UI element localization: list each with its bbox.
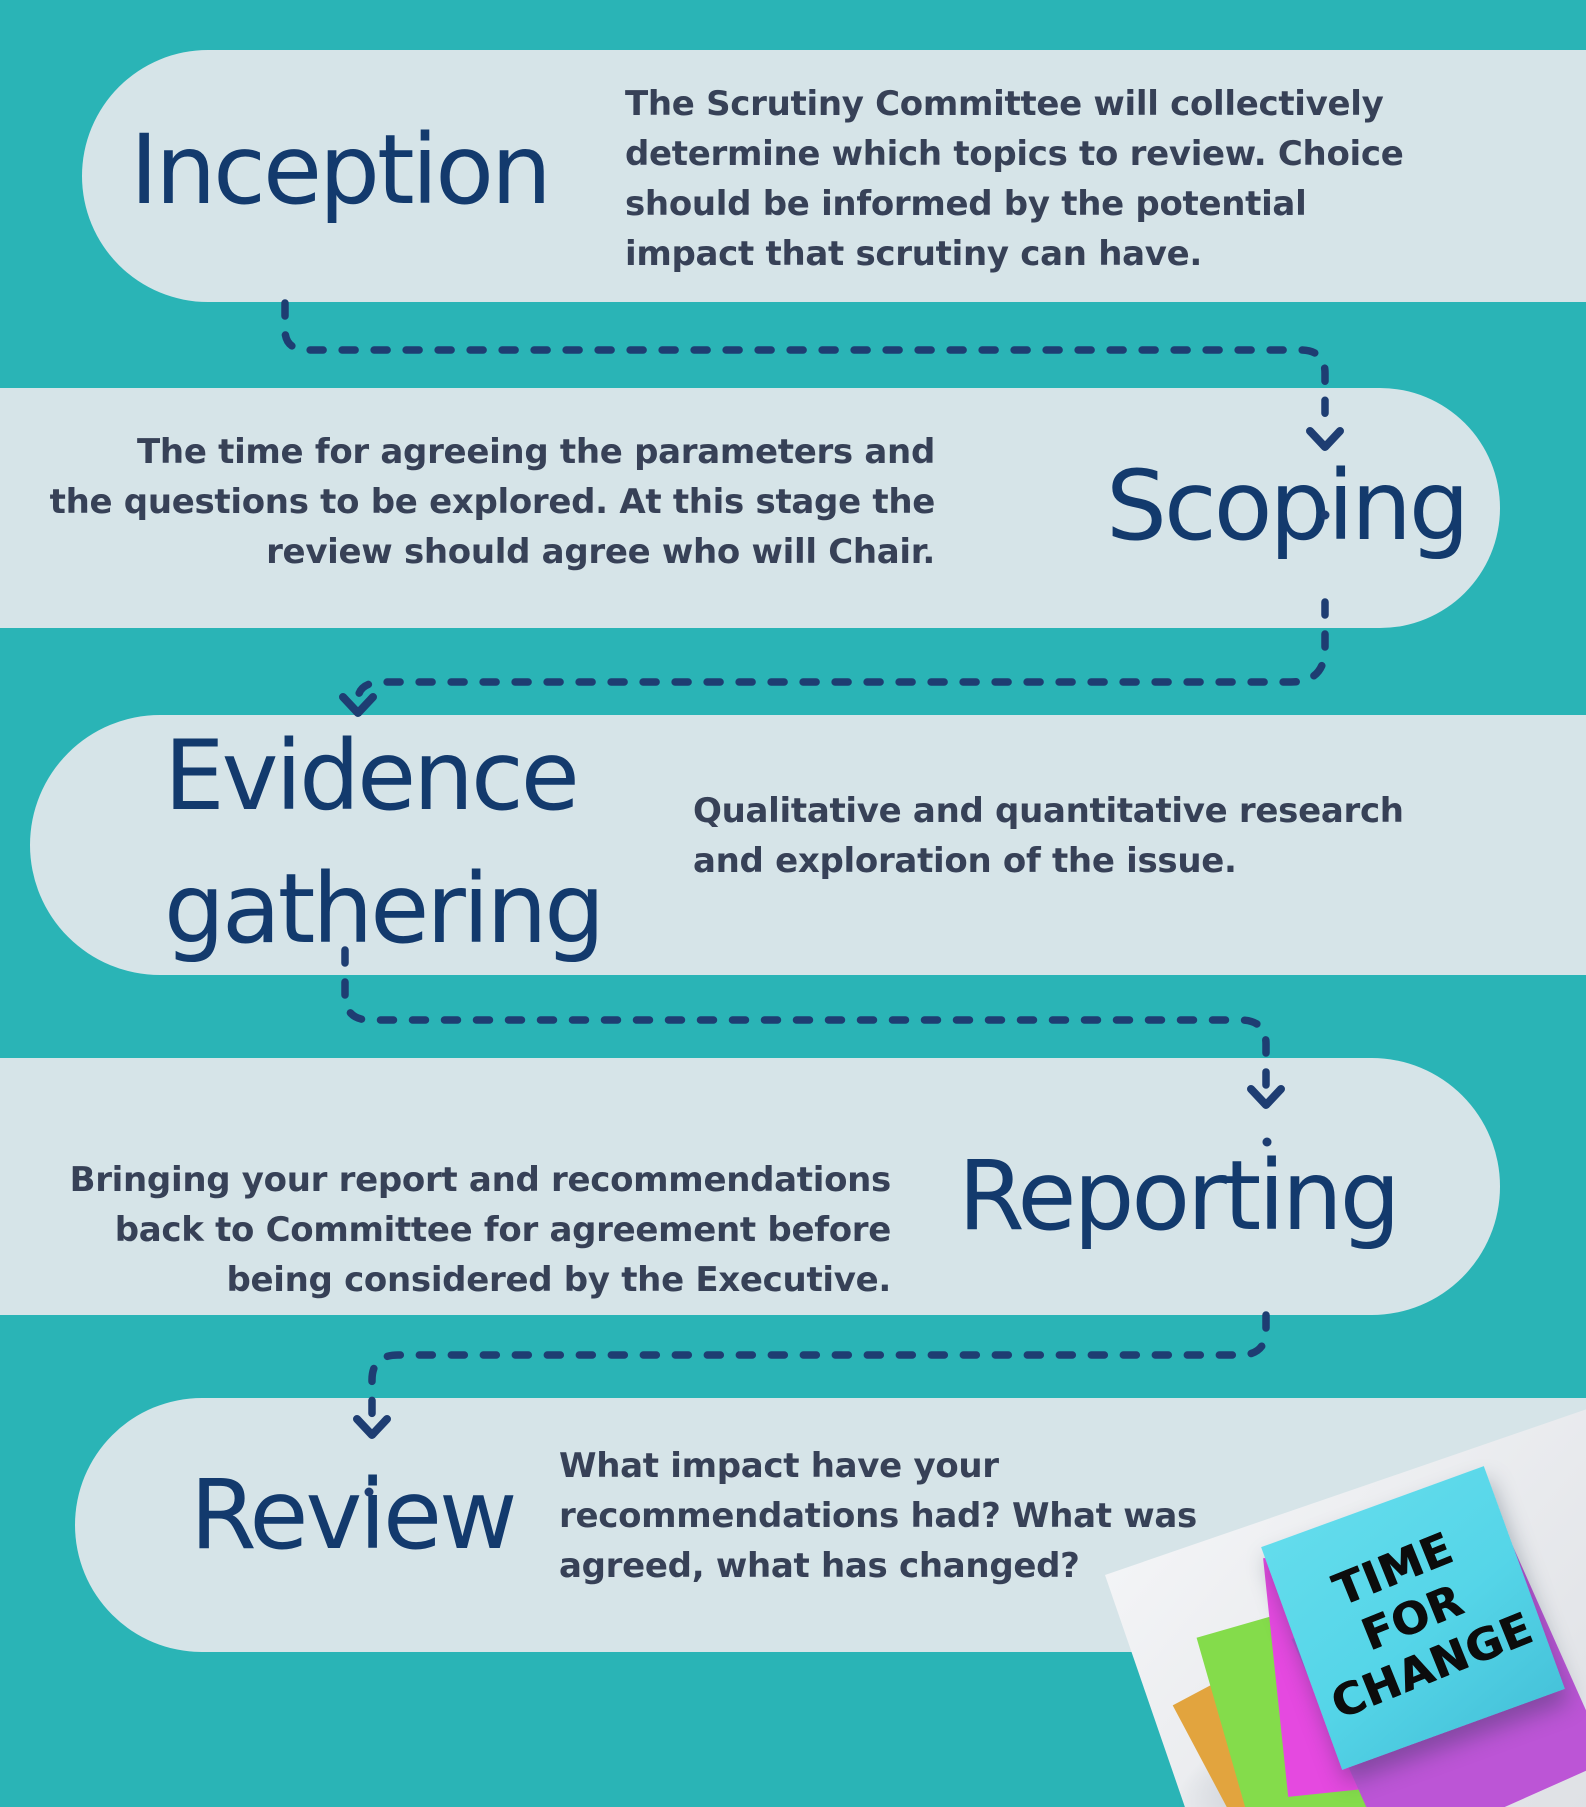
- arrow-down-icon: [1247, 1085, 1285, 1109]
- desc-line: Bringing your report and recommendations: [69, 1160, 892, 1200]
- connector-dot: [1262, 1137, 1272, 1147]
- desc-line: impact that scrutiny can have.: [625, 234, 1203, 274]
- stage-desc-review: What impact have your recommendations ha…: [559, 1441, 1197, 1591]
- connector-scoping-evidence: [354, 598, 1329, 704]
- stage-title-evidence-gathering: Evidence gathering: [164, 710, 605, 976]
- stage-desc-inception: The Scrutiny Committee will collectively…: [625, 79, 1404, 279]
- desc-line: the questions to be explored. At this st…: [49, 482, 936, 522]
- sticky-note-text: TIME FOR CHANGE: [1285, 1506, 1540, 1730]
- connector-reporting-review: [368, 1311, 1270, 1424]
- desc-line: and exploration of the issue.: [693, 841, 1237, 881]
- stage-pill-reporting: [0, 1058, 1500, 1315]
- connector-evidence-reporting: [341, 946, 1270, 1094]
- arrow-down-icon: [1306, 427, 1344, 451]
- stage-title-scoping: Scoping: [1106, 450, 1470, 562]
- stage-pill-evidence-gathering: [30, 715, 1586, 975]
- desc-line: agreed, what has changed?: [559, 1546, 1080, 1586]
- desc-line: Qualitative and quantitative research: [693, 791, 1404, 831]
- stage-desc-scoping: The time for agreeing the parameters and…: [49, 427, 936, 577]
- desc-line: The Scrutiny Committee will collectively: [625, 84, 1384, 124]
- desc-line: review should agree who will Chair.: [266, 532, 935, 572]
- connector-inception-scoping: [281, 299, 1329, 436]
- arrow-down-icon: [339, 693, 377, 717]
- desc-line: back to Committee for agreement before: [114, 1210, 892, 1250]
- stage-title-evidence-line1: Evidence: [164, 720, 580, 832]
- desc-line: being considered by the Executive.: [226, 1260, 891, 1300]
- arrow-down-icon: [353, 1415, 391, 1439]
- stage-desc-evidence-gathering: Qualitative and quantitative research an…: [693, 786, 1404, 886]
- desc-line: What impact have your: [559, 1446, 999, 1486]
- stage-title-reporting: Reporting: [958, 1140, 1401, 1252]
- desc-line: recommendations had? What was: [559, 1496, 1197, 1536]
- desc-line: determine which topics to review. Choice: [625, 134, 1404, 174]
- connector-dot: [364, 1487, 374, 1497]
- desc-line: The time for agreeing the parameters and: [137, 432, 935, 472]
- stage-desc-reporting: Bringing your report and recommendations…: [69, 1155, 892, 1305]
- stage-title-review: Review: [190, 1459, 518, 1571]
- desc-line: should be informed by the potential: [625, 184, 1307, 224]
- stage-title-evidence-line2: gathering: [164, 853, 605, 965]
- stage-pill-inception: [82, 50, 1586, 302]
- connector-dot: [1320, 510, 1330, 520]
- stage-pill-scoping: [0, 388, 1500, 628]
- stage-title-inception: Inception: [130, 114, 552, 226]
